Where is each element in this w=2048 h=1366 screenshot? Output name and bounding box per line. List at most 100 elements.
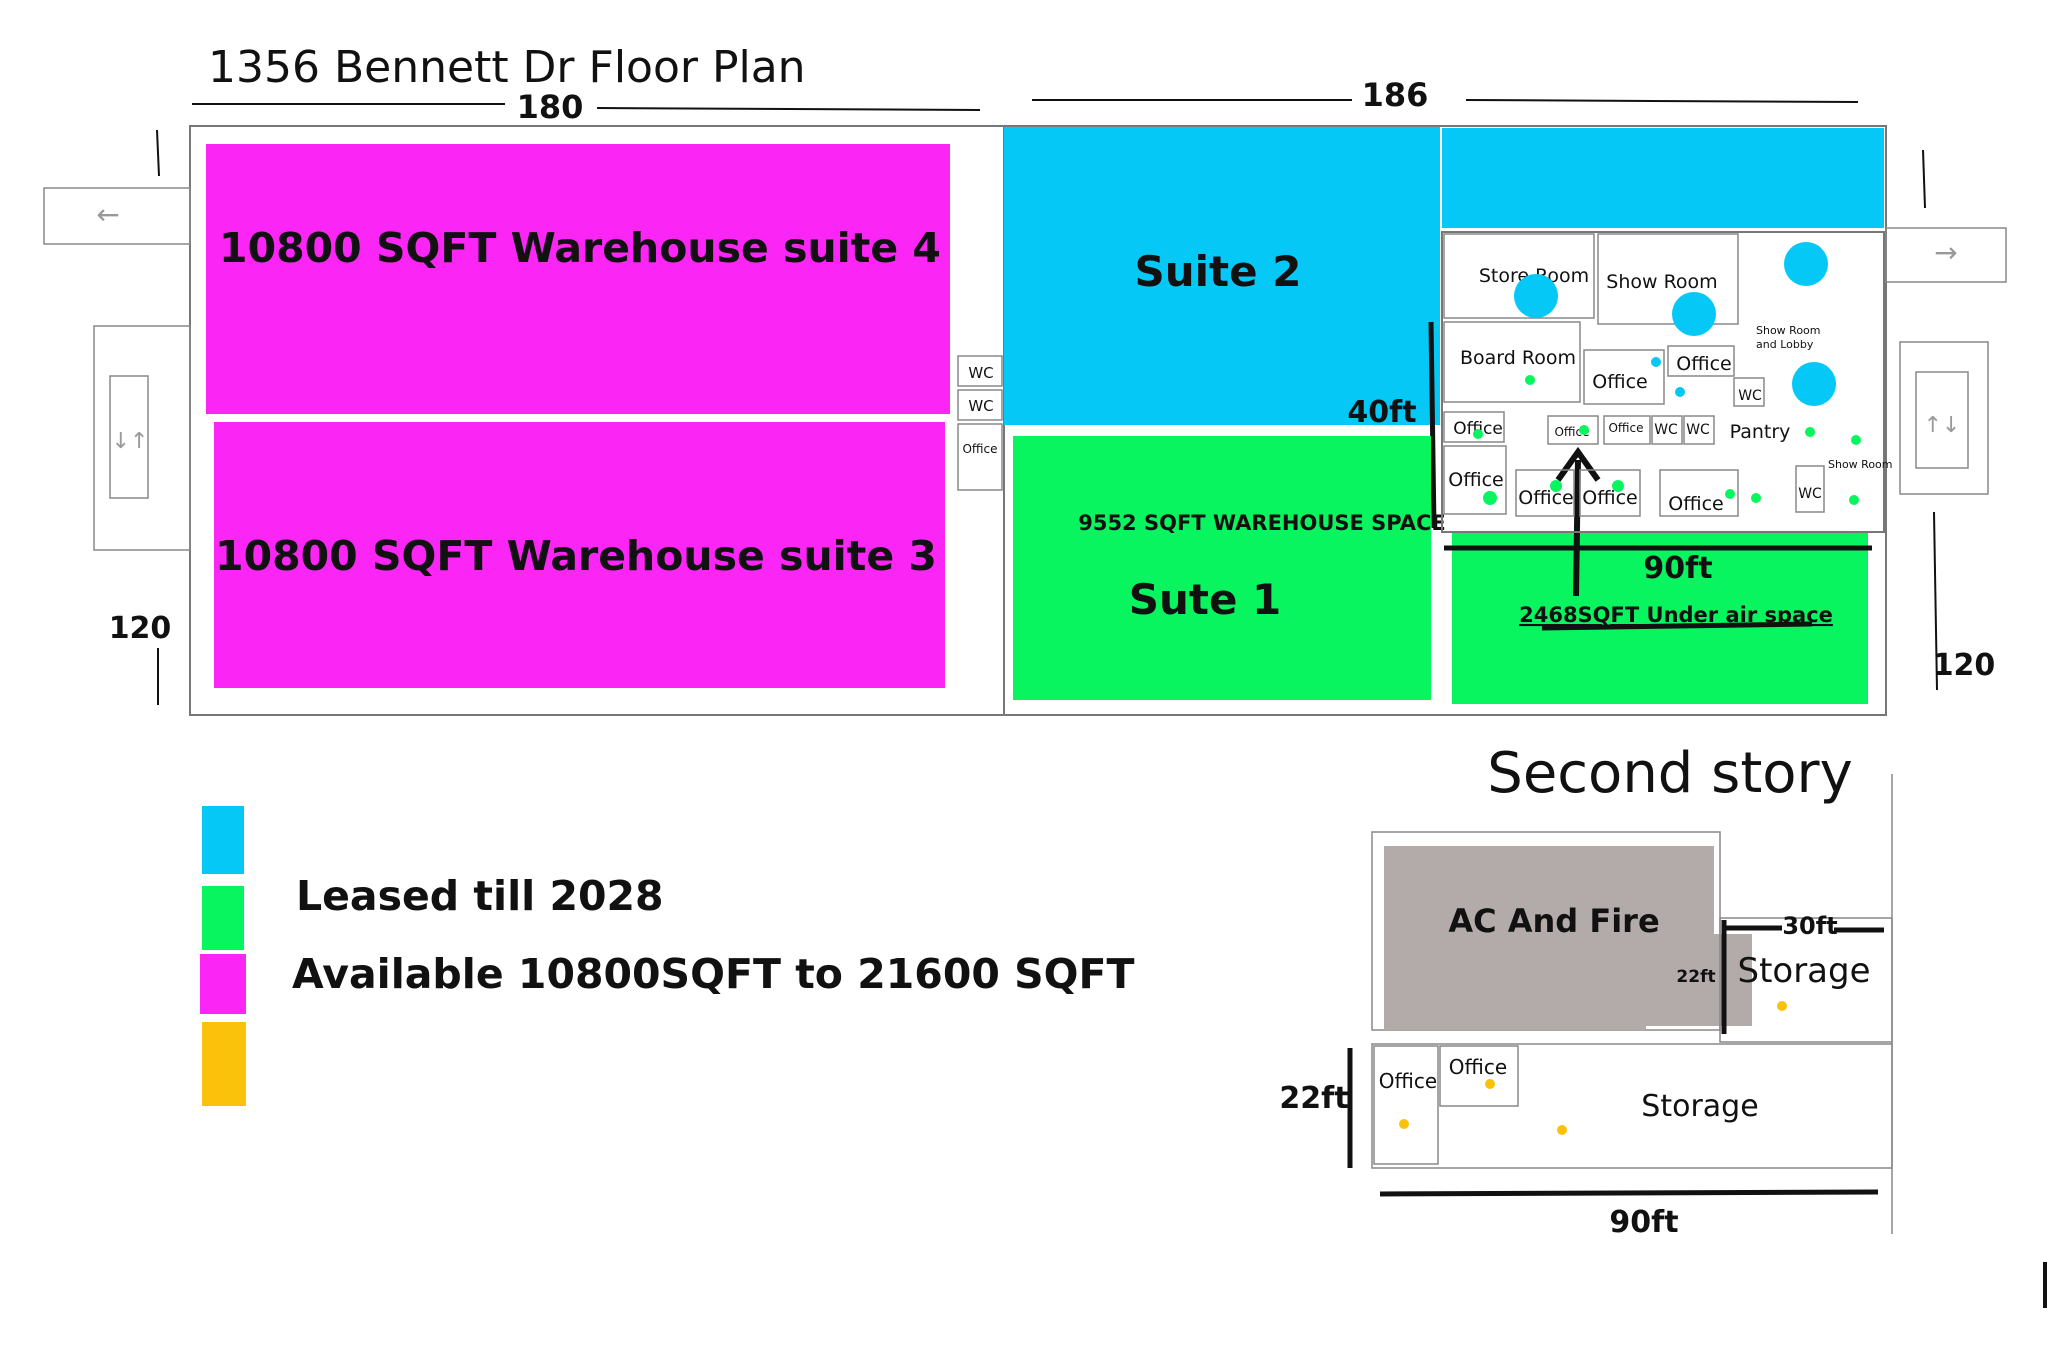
- suite-2-label: Suite 2: [1135, 247, 1302, 296]
- dim-tick-right-top: [1922, 149, 1926, 209]
- legend-label-magenta: Available 10800SQFT to 21600 SQFT: [292, 950, 1135, 998]
- second-office-a-marker: [1399, 1119, 1409, 1129]
- office-b-marker: [1675, 387, 1685, 397]
- top-right-marker: [1784, 242, 1828, 286]
- office-a-marker: [1651, 357, 1661, 367]
- store-room: [1443, 233, 1595, 319]
- upper-storage-marker: [1777, 1001, 1787, 1011]
- suite-1-label: Sute 1: [1129, 575, 1282, 624]
- wc-label-7: WC: [1798, 486, 1822, 502]
- legend-swatch-green: [202, 886, 244, 950]
- office-label-a: Office: [1592, 371, 1647, 393]
- board-room: [1443, 321, 1581, 403]
- dim-line-90ft-bottom: [1379, 1189, 1879, 1197]
- second-office-a: [1373, 1045, 1439, 1165]
- wc-label-4: WC: [1738, 388, 1762, 404]
- office-room-g: [1515, 469, 1575, 517]
- dim-40ft: 40ft: [1347, 395, 1416, 430]
- left-stair-outer: [93, 325, 191, 551]
- dim-90ft: 90ft: [1643, 551, 1712, 586]
- under-air-area: [1452, 532, 1868, 704]
- right-arrow-icon: →: [1934, 236, 1957, 269]
- lobby-marker: [1792, 362, 1836, 406]
- wc-label-1: WC: [968, 364, 993, 382]
- office-label-i: Office: [1668, 493, 1723, 515]
- pantry-marker: [1805, 427, 1815, 437]
- show-room-small-label: Show Room: [1828, 458, 1893, 471]
- office-room-f: [1443, 445, 1507, 515]
- second-office-b-marker: [1485, 1079, 1495, 1089]
- office-d-marker: [1579, 425, 1589, 435]
- upper-storage-label: Storage: [1737, 951, 1870, 991]
- legend-swatch-orange: [202, 1022, 246, 1106]
- suite-1-area: [1013, 436, 1431, 700]
- suite-4-label: 10800 SQFT Warehouse suite 4: [219, 224, 941, 272]
- office-room-i: [1659, 469, 1739, 517]
- suite-1-area-label: 9552 SQFT WAREHOUSE SPACE: [1078, 511, 1446, 535]
- suite-4-area: [206, 144, 950, 414]
- second-office-a-label: Office: [1379, 1069, 1437, 1093]
- lower-storage-marker: [1557, 1125, 1567, 1135]
- legend-swatch-magenta: [200, 954, 246, 1014]
- arrow-shaft: [1573, 459, 1581, 597]
- office-i-marker: [1725, 489, 1735, 499]
- office-label-e: Office: [1608, 421, 1643, 435]
- right-exit-box: [1885, 227, 2007, 283]
- left-arrow-icon: ←: [96, 198, 119, 231]
- dim-tick-left-top: [156, 129, 160, 177]
- suite-2-area: [1004, 127, 1440, 425]
- office-label-g: Office: [1518, 487, 1573, 509]
- show-room-lobby-label-1: Show Room: [1756, 324, 1821, 337]
- wc-room-2: [957, 389, 1003, 421]
- legend-swatch-cyan: [202, 806, 244, 874]
- dim-30ft: 30ft: [1782, 912, 1837, 940]
- office-label-h: Office: [1582, 487, 1637, 509]
- pantry-label: Pantry: [1730, 421, 1791, 443]
- left-exit-box: [43, 187, 191, 245]
- wc-room-6: [1683, 415, 1715, 445]
- store-room-marker: [1514, 274, 1558, 318]
- plan-title: 1356 Bennett Dr Floor Plan: [208, 42, 806, 93]
- office-room-c: [1443, 411, 1505, 443]
- dim-line-top-right-b: [1465, 99, 1859, 103]
- office-room-small: [957, 423, 1003, 491]
- dim-right: 120: [1933, 648, 1996, 683]
- dim-line-top-left-b: [596, 107, 981, 111]
- dim-90ft-bottom: 90ft: [1609, 1205, 1678, 1240]
- left-stair-inner: [109, 375, 149, 499]
- dim-tick-right-bottom: [1933, 511, 1938, 691]
- board-room-label: Board Room: [1460, 347, 1576, 369]
- dim-22ft-storage: 22ft: [1676, 967, 1715, 987]
- wc-label-5: WC: [1654, 422, 1678, 438]
- second-office-b-label: Office: [1449, 1055, 1507, 1079]
- wc-label-2: WC: [968, 397, 993, 415]
- suite-2-strip: [1442, 128, 1884, 228]
- dim-22ft: 22ft: [1279, 1081, 1348, 1116]
- ac-and-fire-area: [1384, 846, 1752, 1030]
- wc-room-4: [1733, 377, 1765, 407]
- suite-3-label: 10800 SQFT Warehouse suite 3: [215, 532, 937, 580]
- dim-top-right: 186: [1362, 76, 1429, 114]
- right-stair-arrows-icon: ↑↓: [1924, 413, 1961, 438]
- office-g-marker: [1550, 480, 1562, 492]
- wc-room-7: [1795, 465, 1825, 513]
- wc-7-marker: [1849, 495, 1859, 505]
- legend-label-green: Leased till 2028: [296, 872, 664, 920]
- office-h-marker: [1612, 480, 1624, 492]
- left-stair-arrows-icon: ↓↑: [112, 429, 149, 454]
- board-room-marker: [1525, 375, 1535, 385]
- office-room-a: [1583, 349, 1665, 405]
- second-story-title: Second story: [1487, 741, 1852, 806]
- corridor-marker: [1851, 435, 1861, 445]
- ac-and-fire-label: AC And Fire: [1448, 902, 1659, 940]
- dim-line-40ft: [1428, 321, 1437, 529]
- suite-3-area: [214, 422, 945, 688]
- office-room-d: [1547, 415, 1599, 445]
- right-stair-outer: [1899, 341, 1989, 495]
- show-room: [1597, 233, 1739, 325]
- office-room-h: [1579, 469, 1641, 517]
- dim-top-left: 180: [517, 88, 584, 126]
- under-air-underline: [1541, 621, 1813, 631]
- office-j-marker: [1751, 493, 1761, 503]
